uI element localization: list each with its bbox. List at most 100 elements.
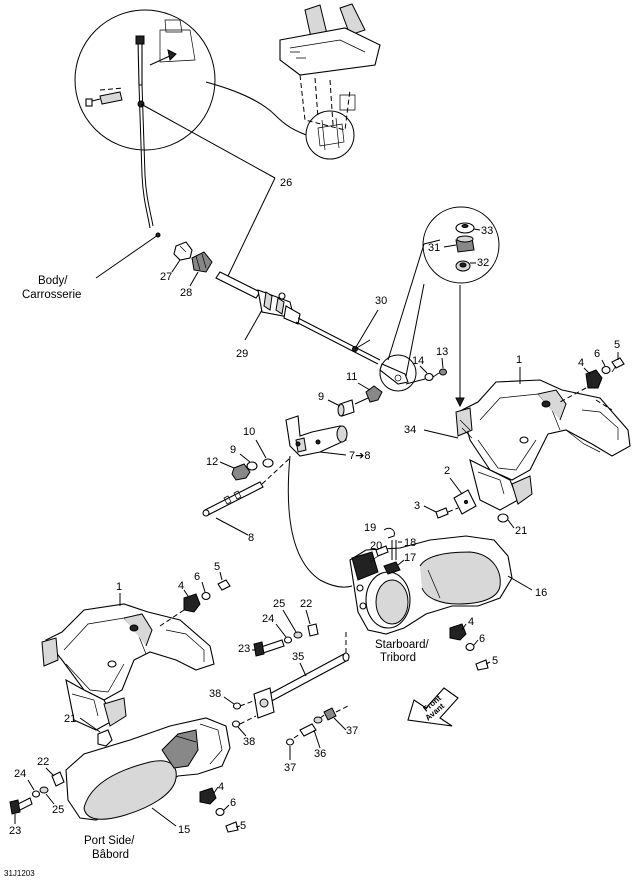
callout-11: 11	[346, 371, 357, 383]
label-port-fr: Bâbord	[92, 849, 129, 861]
callout-4b: 4	[468, 616, 474, 628]
callout-25a: 25	[273, 598, 285, 610]
part-36-screw	[299, 723, 317, 737]
part-12-nut	[231, 463, 251, 481]
callout-8: 8	[248, 532, 254, 544]
part-1-bracket-starboard	[455, 379, 631, 511]
callout-28: 28	[180, 287, 192, 299]
part-3-screw	[435, 507, 449, 519]
part-9-bushing-top	[337, 399, 355, 417]
part-19-clip	[383, 527, 395, 539]
callout-14: 14	[412, 355, 424, 367]
callout-9b: 9	[230, 444, 236, 456]
callout-27: 27	[160, 271, 172, 283]
callout-4d: 4	[218, 781, 224, 793]
callout-33: 33	[481, 225, 493, 237]
callout-5a: 5	[614, 339, 620, 351]
callout-6b: 6	[479, 633, 485, 645]
callout-32: 32	[477, 257, 489, 269]
callout-34: 34	[404, 424, 416, 436]
callout-10: 10	[243, 426, 255, 438]
part-29-cable-housing	[215, 271, 301, 325]
part-16-starboard-vent	[349, 535, 513, 635]
part-14-washer	[424, 372, 434, 382]
callout-24b: 24	[14, 768, 26, 780]
callout-35: 35	[292, 651, 304, 663]
part-13-nut	[439, 368, 447, 376]
callout-9a: 9	[318, 391, 324, 403]
leader-26	[140, 103, 276, 277]
label-starboard-en: Starboard/	[375, 639, 430, 651]
part-24-washer-b	[31, 790, 41, 798]
part-28-nut	[191, 251, 213, 273]
part-9-washer-lower	[246, 461, 258, 471]
callout-1b: 1	[116, 581, 122, 593]
callout-24a: 24	[262, 613, 274, 625]
part-5-screw-b	[475, 659, 489, 671]
callout-6a: 6	[594, 348, 600, 360]
callout-15: 15	[178, 824, 190, 836]
part-5-screw-a	[611, 357, 625, 373]
callout-17: 17	[404, 552, 416, 564]
callout-16: 16	[535, 587, 547, 599]
part-22-spacer-b	[51, 771, 65, 787]
part-23-bolt-a	[253, 639, 285, 657]
part-8-shaft	[202, 481, 264, 517]
label-body-fr: Carrosserie	[22, 289, 81, 301]
callout-25b: 25	[52, 804, 64, 816]
callout-18: 18	[404, 537, 416, 549]
part-37-nut-a	[323, 707, 337, 721]
callout-21b: 21	[64, 713, 76, 725]
part-25-washer-b	[39, 786, 49, 794]
label-starboard-fr: Tribord	[380, 652, 416, 664]
part-24-washer-a	[283, 636, 293, 644]
part-15-port-vent	[65, 717, 231, 821]
callout-37a: 37	[346, 725, 358, 737]
part-5-screw-c	[217, 579, 231, 591]
part-4-grommet-b	[449, 623, 467, 641]
part-2-plate	[453, 489, 477, 515]
callout-22a: 22	[300, 598, 312, 610]
callout-6d: 6	[230, 797, 236, 809]
callout-6c: 6	[194, 571, 200, 583]
callout-5d: 5	[240, 820, 246, 832]
part-6-washer-b	[465, 642, 475, 652]
part-1-bracket-port	[41, 603, 215, 731]
callout-7-8: 7➔8	[349, 450, 370, 462]
part-21-spacer-a	[497, 513, 509, 523]
part-5-screw-d	[225, 821, 239, 833]
part-6-washer-c	[201, 591, 211, 601]
part-4-grommet-d	[199, 787, 217, 805]
callout-21a: 21	[515, 525, 527, 537]
part-30-cable	[295, 317, 381, 365]
part-7-lever	[285, 415, 348, 457]
callout-31: 31	[428, 242, 440, 254]
part-4-grommet-a	[585, 369, 603, 389]
part-38-washer-b	[231, 720, 241, 728]
part-4-grommet-c	[183, 593, 201, 613]
leader-body	[95, 234, 159, 279]
part-6-washer-a	[601, 365, 611, 375]
label-port-en: Port Side/	[84, 835, 135, 847]
part-20-rivet	[369, 545, 389, 563]
callout-22b: 22	[37, 756, 49, 768]
part-17-clip	[383, 561, 401, 575]
part-18-pin	[391, 540, 397, 560]
callout-2: 2	[444, 465, 450, 477]
callout-3: 3	[414, 500, 420, 512]
part-38-washer-a	[232, 702, 242, 710]
callout-38a: 38	[209, 688, 221, 700]
callout-38b: 38	[243, 736, 255, 748]
part-35-crossbar	[253, 652, 350, 719]
callout-26: 26	[280, 177, 292, 189]
callout-12: 12	[206, 456, 218, 468]
part-6-washer-d	[215, 807, 225, 817]
label-body-en: Body/	[38, 275, 68, 287]
callout-37b: 37	[284, 762, 296, 774]
front-direction-arrow: Front Avant	[407, 687, 459, 727]
callout-5c: 5	[214, 561, 220, 573]
callout-30: 30	[375, 295, 387, 307]
callout-29: 29	[236, 348, 248, 360]
callout-13: 13	[436, 346, 448, 358]
